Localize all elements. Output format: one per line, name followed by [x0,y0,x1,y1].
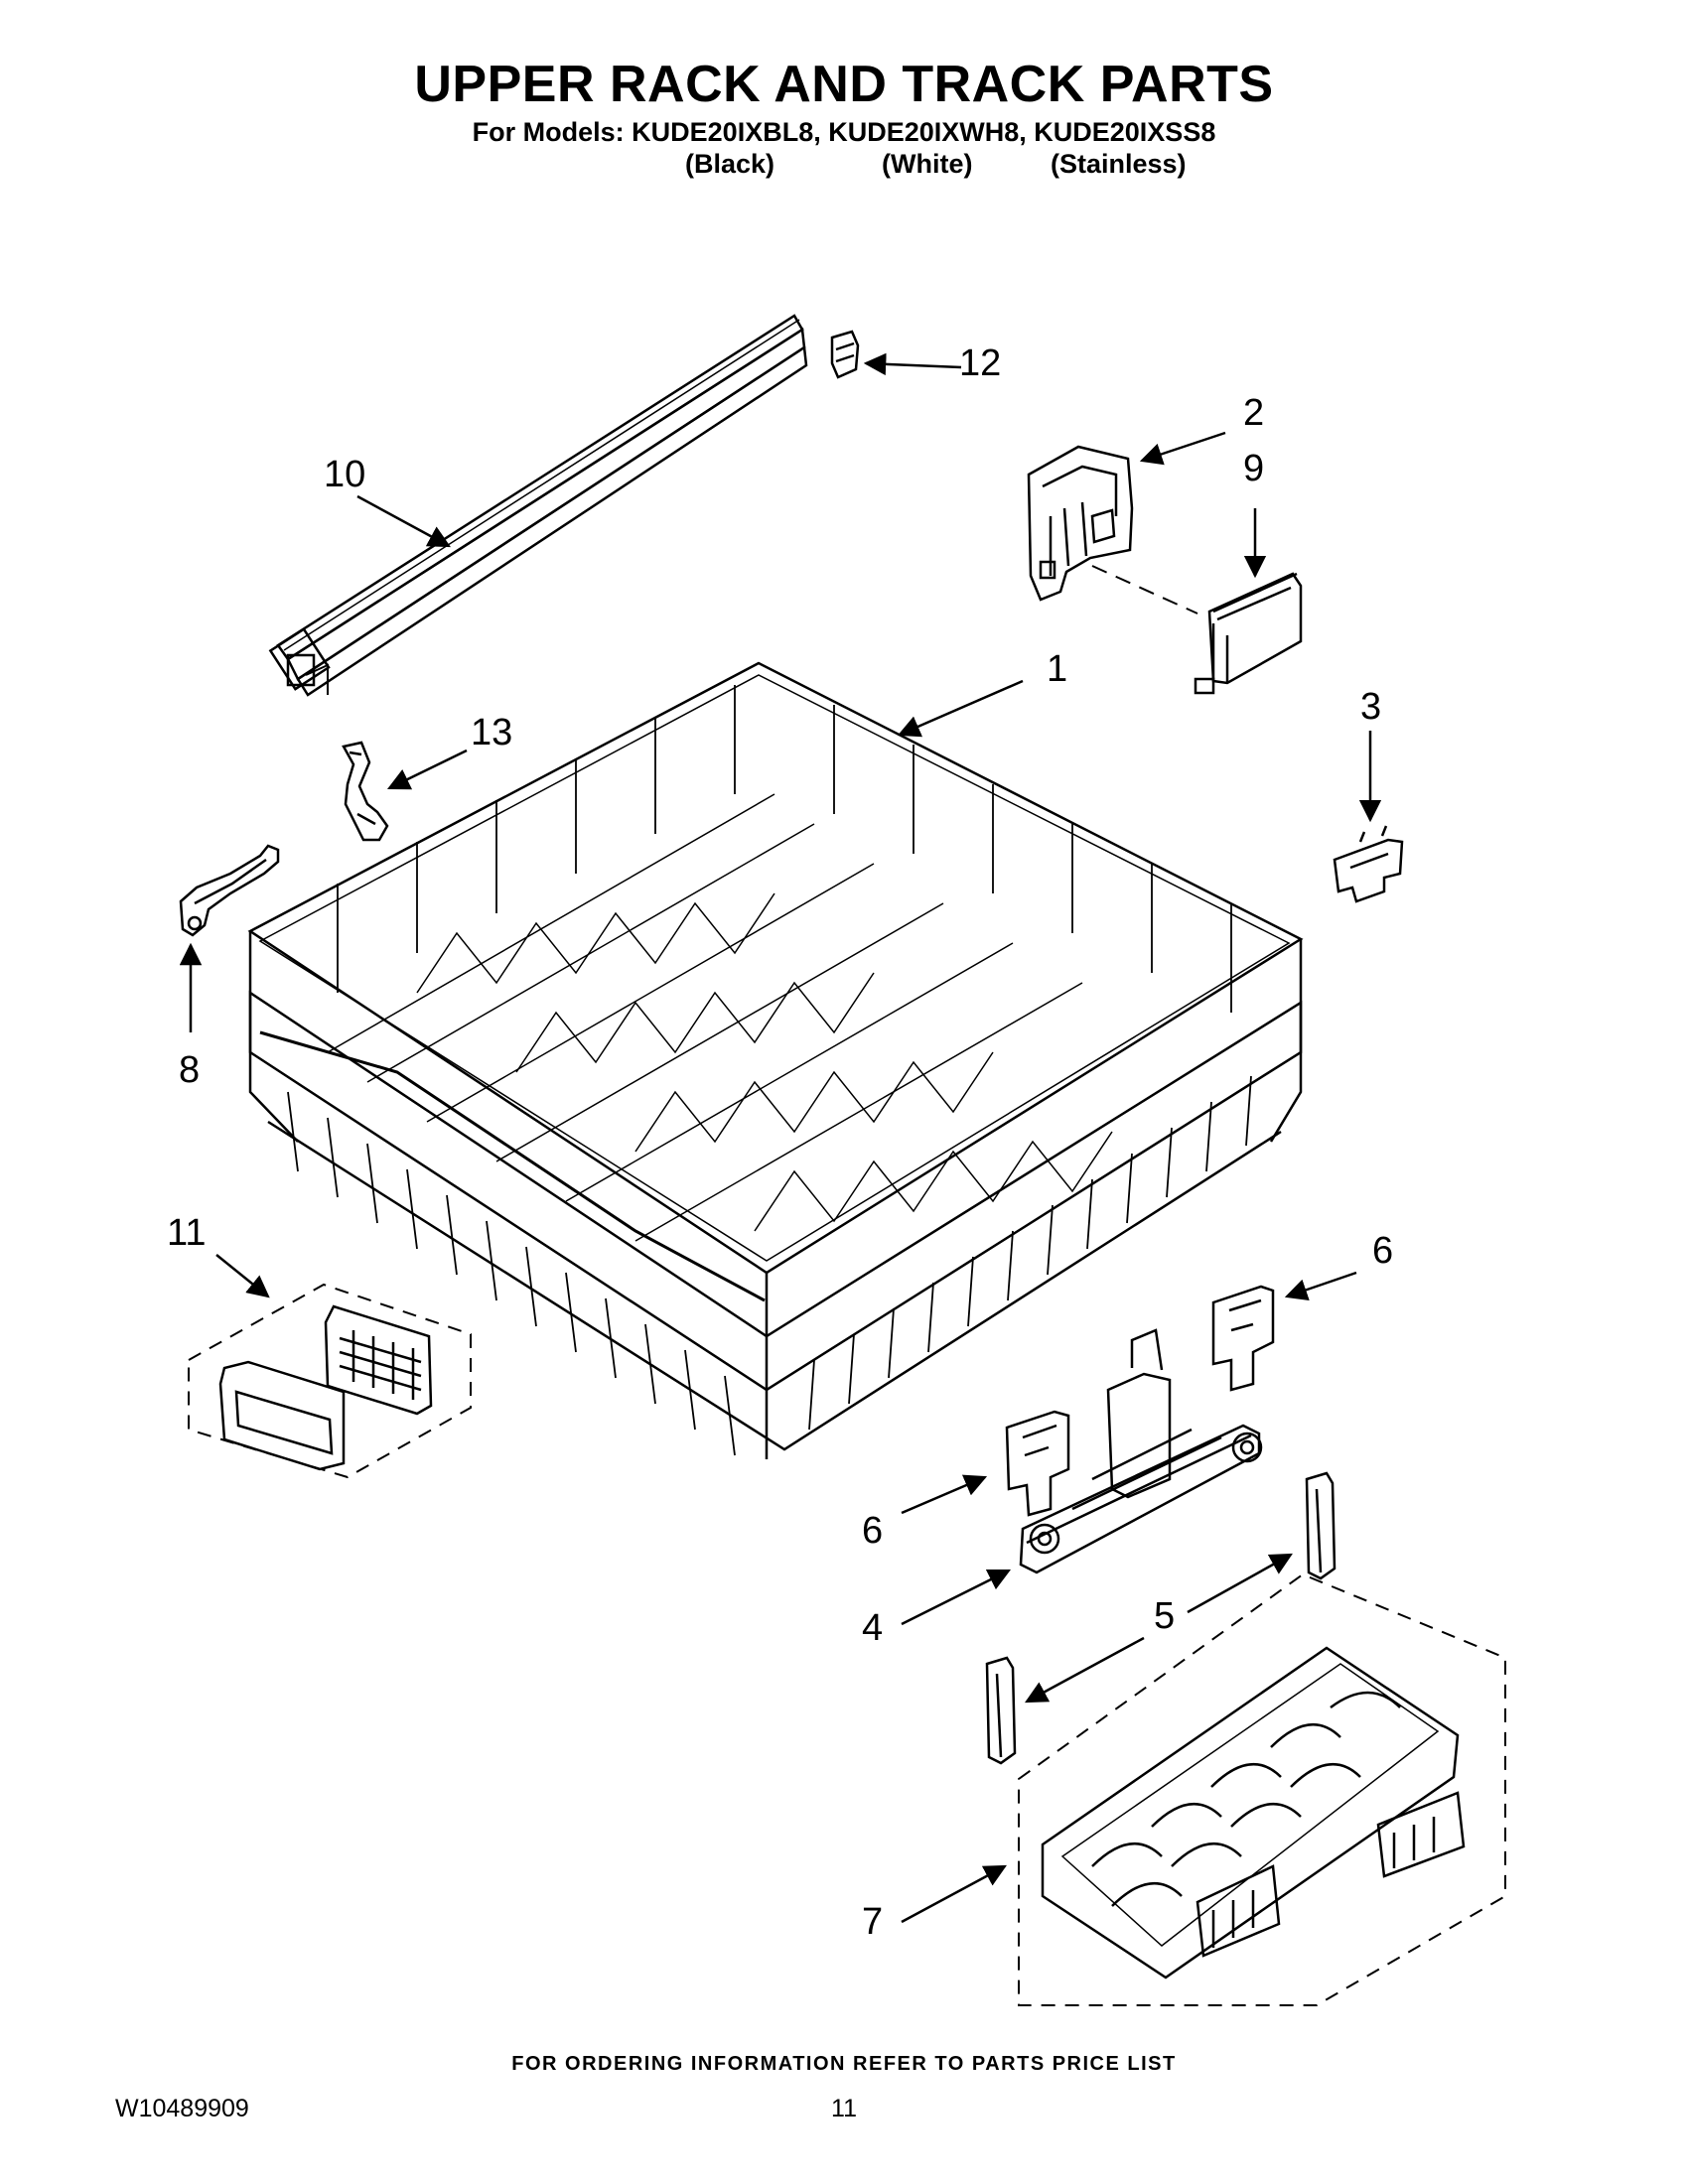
adjuster-housing-part-2 [1027,445,1134,602]
callout-1: 1 [1047,648,1067,690]
models-line: For Models: KUDE20IXBL8, KUDE20IXWH8, KU… [472,117,1216,147]
ordering-note: FOR ORDERING INFORMATION REFER TO PARTS … [511,2053,1177,2075]
callout-13: 13 [471,712,512,753]
page-title: UPPER RACK AND TRACK PARTS [414,56,1274,113]
track-rail-part-10 [268,314,808,697]
wheel-clip-part-6-upper [1211,1285,1275,1392]
upper-rack-part-1 [247,661,1304,1459]
tine-row-kit-part-7 [1018,1572,1506,2006]
callout-10: 10 [324,454,365,495]
adjuster-cover-part-9 [1194,572,1303,695]
clip-part-3 [1333,825,1404,903]
callout-8: 8 [179,1049,200,1091]
callout-5: 5 [1154,1595,1175,1637]
callout-11: 11 [167,1212,206,1254]
callout-9: 9 [1243,448,1264,489]
finish-stainless: (Stainless) [1051,149,1187,179]
callout-2: 2 [1243,392,1264,434]
wheel-clip-part-6-lower [1005,1410,1070,1517]
callout-6-upper: 6 [1372,1230,1393,1272]
callout-7: 7 [862,1901,883,1943]
track-adjuster-part-4 [1019,1328,1263,1574]
callout-4: 4 [862,1607,883,1649]
tine-clip-part-5-lower [985,1656,1017,1765]
adjuster-lever-part-8 [179,844,280,937]
rack-stop-part-13 [342,741,389,842]
callout-6-lower: 6 [862,1510,883,1552]
tine-clip-part-5-upper [1305,1471,1336,1580]
dashed-connector [1091,565,1198,614]
track-stop-part-12 [830,330,860,379]
kit-part-11 [188,1283,472,1479]
page-number: 11 [831,2095,857,2122]
leader-arrows [179,352,1382,1924]
finish-white: (White) [882,149,973,179]
finish-labels: (Black) (White) (Stainless) [0,149,1688,183]
callout-3: 3 [1360,686,1381,728]
document-number: W10489909 [115,2095,249,2122]
callout-12: 12 [959,342,1001,384]
finish-black: (Black) [685,149,775,179]
